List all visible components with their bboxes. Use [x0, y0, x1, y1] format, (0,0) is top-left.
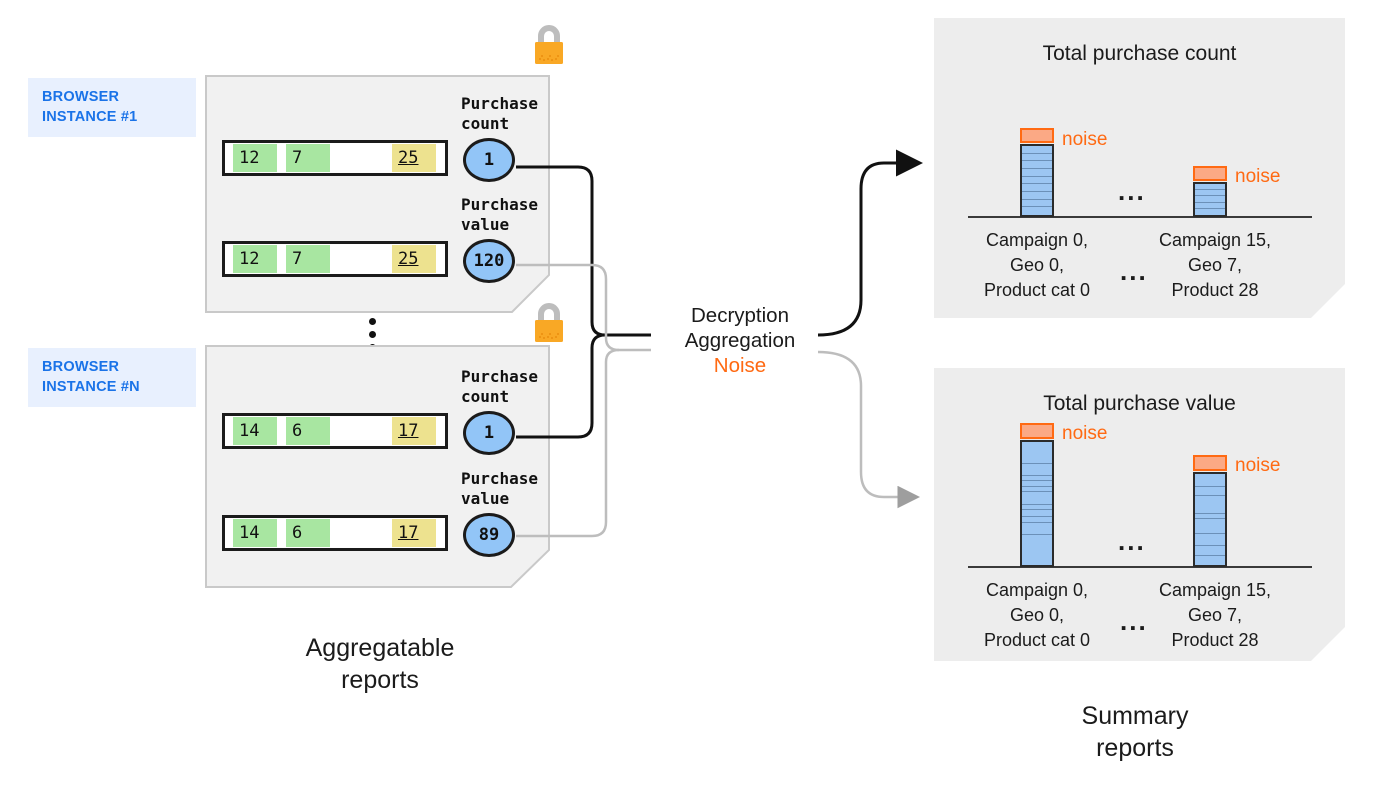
- bar-campaign-0: [1020, 144, 1054, 217]
- browser-instance-n-badge: BROWSER INSTANCE #N: [28, 348, 196, 407]
- report-cell-key-1: 12: [233, 245, 277, 273]
- category-label-0: Campaign 0, Geo 0, Product cat 0: [983, 580, 1091, 650]
- report-cell-key-1: 14: [233, 519, 277, 547]
- lock-icon: [529, 300, 569, 348]
- purchase-count-label: Purchase count: [461, 94, 539, 133]
- noise-label: Noise: [713, 354, 767, 377]
- bar-campaign-15: [1193, 472, 1227, 567]
- purchase-count-bubble: 1: [463, 411, 515, 455]
- browser-instance-1-badge: BROWSER INSTANCE #1: [28, 78, 196, 137]
- purchase-count-label: Purchase count: [461, 367, 539, 406]
- noise-segment-bar-1: [1020, 128, 1054, 143]
- report-cell-value: 25: [392, 144, 436, 172]
- report-cell-key-2: 7: [286, 144, 330, 172]
- chart-baseline: [968, 216, 1312, 218]
- aggregation-label: Aggregation: [684, 329, 796, 352]
- report-cell-key-1: 14: [233, 417, 277, 445]
- summary-count-title: Total purchase count: [1042, 42, 1237, 65]
- category-label-1: Campaign 15, Geo 7, Product 28: [1158, 230, 1272, 300]
- purchase-value-bubble: 89: [463, 513, 515, 557]
- report-row: 12 7 25: [222, 140, 448, 176]
- chart-ellipsis: ...: [1118, 176, 1146, 206]
- bar-campaign-0: [1020, 440, 1054, 567]
- report-cell-key-2: 6: [286, 519, 330, 547]
- summary-report-count: Total purchase count noise ... noise Cam…: [934, 18, 1345, 318]
- report-cell-value: 17: [392, 417, 436, 445]
- purchase-count-bubble: 1: [463, 138, 515, 182]
- lock-icon: [529, 22, 569, 70]
- noise-segment-bar-2: [1193, 455, 1227, 471]
- report-cell-value: 25: [392, 245, 436, 273]
- report-cell-value: 17: [392, 519, 436, 547]
- summary-report-value: Total purchase value noise ... noise Cam…: [934, 368, 1345, 661]
- chart-baseline: [968, 566, 1312, 568]
- noise-label-bar-1: noise: [1062, 423, 1108, 444]
- aggregatable-report-panel-n: 14 6 17 14 6 17 Purchase count 1 Purchas…: [205, 345, 550, 588]
- noise-segment-bar-1: [1020, 423, 1054, 439]
- report-row: 14 6 17: [222, 413, 448, 449]
- summary-value-title: Total purchase value: [1043, 392, 1236, 415]
- report-cell-key-2: 7: [286, 245, 330, 273]
- count-output-arrow: [817, 149, 923, 337]
- report-cell-key-1: 12: [233, 144, 277, 172]
- report-row: 12 7 25: [222, 241, 448, 277]
- noise-segment-bar-2: [1193, 166, 1227, 181]
- processing-step: Decryption Aggregation Noise: [660, 303, 820, 378]
- purchase-value-bubble: 120: [463, 239, 515, 283]
- noise-label-bar-2: noise: [1235, 455, 1281, 476]
- value-output-arrow: [817, 350, 920, 509]
- aggregatable-report-panel-1: 12 7 25 12 7 25 Purchase count 1 Purchas…: [205, 75, 550, 313]
- report-row: 14 6 17: [222, 515, 448, 551]
- purchase-value-label: Purchase value: [461, 195, 539, 234]
- chart-ellipsis: ...: [1118, 526, 1146, 556]
- noise-label-bar-2: noise: [1235, 166, 1281, 187]
- left-caption: Aggregatable reports: [305, 634, 455, 694]
- decryption-label: Decryption: [691, 304, 789, 327]
- report-cell-key-2: 6: [286, 417, 330, 445]
- category-label-1: Campaign 15, Geo 7, Product 28: [1158, 580, 1272, 650]
- bar-campaign-15: [1193, 182, 1227, 217]
- category-label-0: Campaign 0, Geo 0, Product cat 0: [983, 230, 1091, 300]
- noise-label-bar-1: noise: [1062, 129, 1108, 150]
- purchase-value-label: Purchase value: [461, 469, 539, 508]
- right-caption: Summary reports: [1081, 702, 1189, 762]
